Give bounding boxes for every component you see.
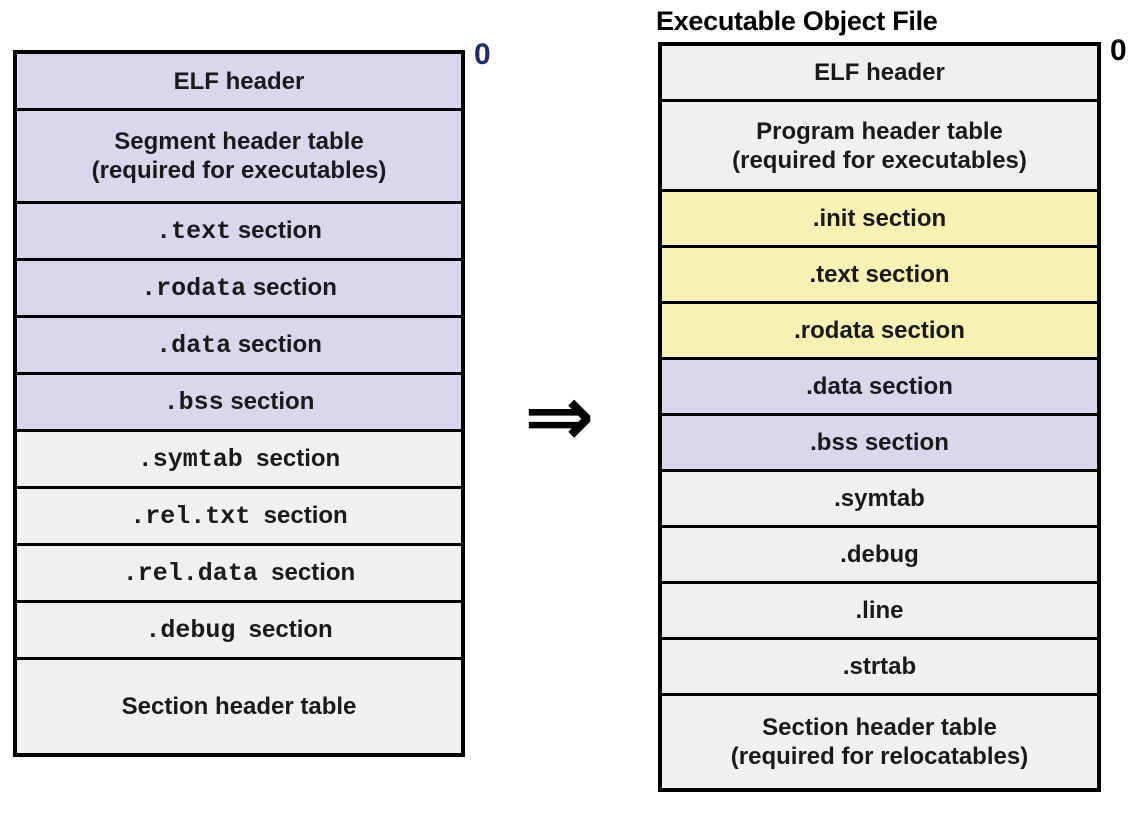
section-name: .symtab (137, 445, 243, 474)
row-label-line2: (required for relocatables) (730, 743, 1029, 770)
implies-arrow-icon: ⇒ (524, 367, 595, 465)
row-label: section (223, 388, 315, 415)
row-bss-section: .bss section (17, 375, 461, 432)
row-strtab: .strtab (662, 640, 1097, 696)
row-text-section: .text section (662, 248, 1097, 304)
row-symtab-section: .symtab section (17, 432, 461, 489)
row-text-section: .text section (17, 204, 461, 261)
row-label: .text section (809, 261, 950, 288)
row-rel-data-section: .rel.data section (17, 546, 461, 603)
row-label-line1: Segment header table (114, 128, 364, 155)
row-label: section (250, 502, 348, 529)
row-label: section (257, 559, 356, 586)
row-symtab: .symtab (662, 472, 1097, 528)
row-label: section (231, 217, 322, 244)
row-bss-section: .bss section (662, 416, 1097, 472)
left-offset-zero-label: 0 (474, 38, 491, 71)
relocatable-object-file-diagram: ELF header Segment header table (require… (13, 50, 465, 757)
executable-object-file-diagram: ELF header Program header table (require… (658, 42, 1101, 792)
row-label-line1: Program header table (756, 117, 1003, 145)
row-label: .data section (806, 373, 953, 400)
row-label: .line (855, 597, 904, 624)
row-program-header-table: Program header table (required for execu… (662, 102, 1097, 192)
row-label: section (242, 445, 341, 472)
section-name: .rel.txt (130, 502, 251, 531)
section-name: .rodata (141, 274, 247, 303)
row-label: section (246, 274, 337, 301)
row-label: .strtab (842, 653, 917, 680)
row-debug-section: .debug section (17, 603, 461, 660)
row-section-header-table: Section header table (required for reloc… (662, 696, 1097, 788)
row-rel-txt-section: .rel.txt section (17, 489, 461, 546)
section-name: .rel.data (122, 559, 258, 588)
row-data-section: .data section (17, 318, 461, 375)
row-label: ELF header (173, 67, 305, 95)
row-label-line1: Section header table (762, 714, 997, 741)
row-label-line2: (required for executables) (732, 146, 1027, 174)
row-elf-header: ELF header (17, 54, 461, 111)
row-line: .line (662, 584, 1097, 640)
section-name: .debug (145, 616, 236, 645)
row-label: .debug (840, 541, 919, 568)
row-elf-header: ELF header (662, 46, 1097, 102)
right-offset-zero-label: 0 (1110, 34, 1127, 67)
section-name: .bss (163, 388, 224, 417)
row-label: ELF header (814, 59, 945, 86)
row-init-section: .init section (662, 192, 1097, 248)
row-label: .bss section (810, 429, 949, 456)
section-name: .data (156, 331, 232, 360)
row-label: .init section (812, 205, 947, 232)
row-segment-header-table: Segment header table (required for execu… (17, 111, 461, 204)
row-label: section (235, 616, 333, 643)
executable-object-file-title: Executable Object File (656, 6, 938, 36)
row-label-line2: (required for executables) (91, 157, 387, 184)
row-label: .rodata section (794, 317, 965, 344)
section-name: .text (156, 217, 232, 246)
row-debug: .debug (662, 528, 1097, 584)
row-rodata-section: .rodata section (17, 261, 461, 318)
row-label: Section header table (121, 693, 357, 720)
row-rodata-section: .rodata section (662, 304, 1097, 360)
row-data-section: .data section (662, 360, 1097, 416)
row-label: section (231, 331, 322, 358)
row-section-header-table: Section header table (17, 660, 461, 753)
row-label: .symtab (834, 485, 925, 512)
